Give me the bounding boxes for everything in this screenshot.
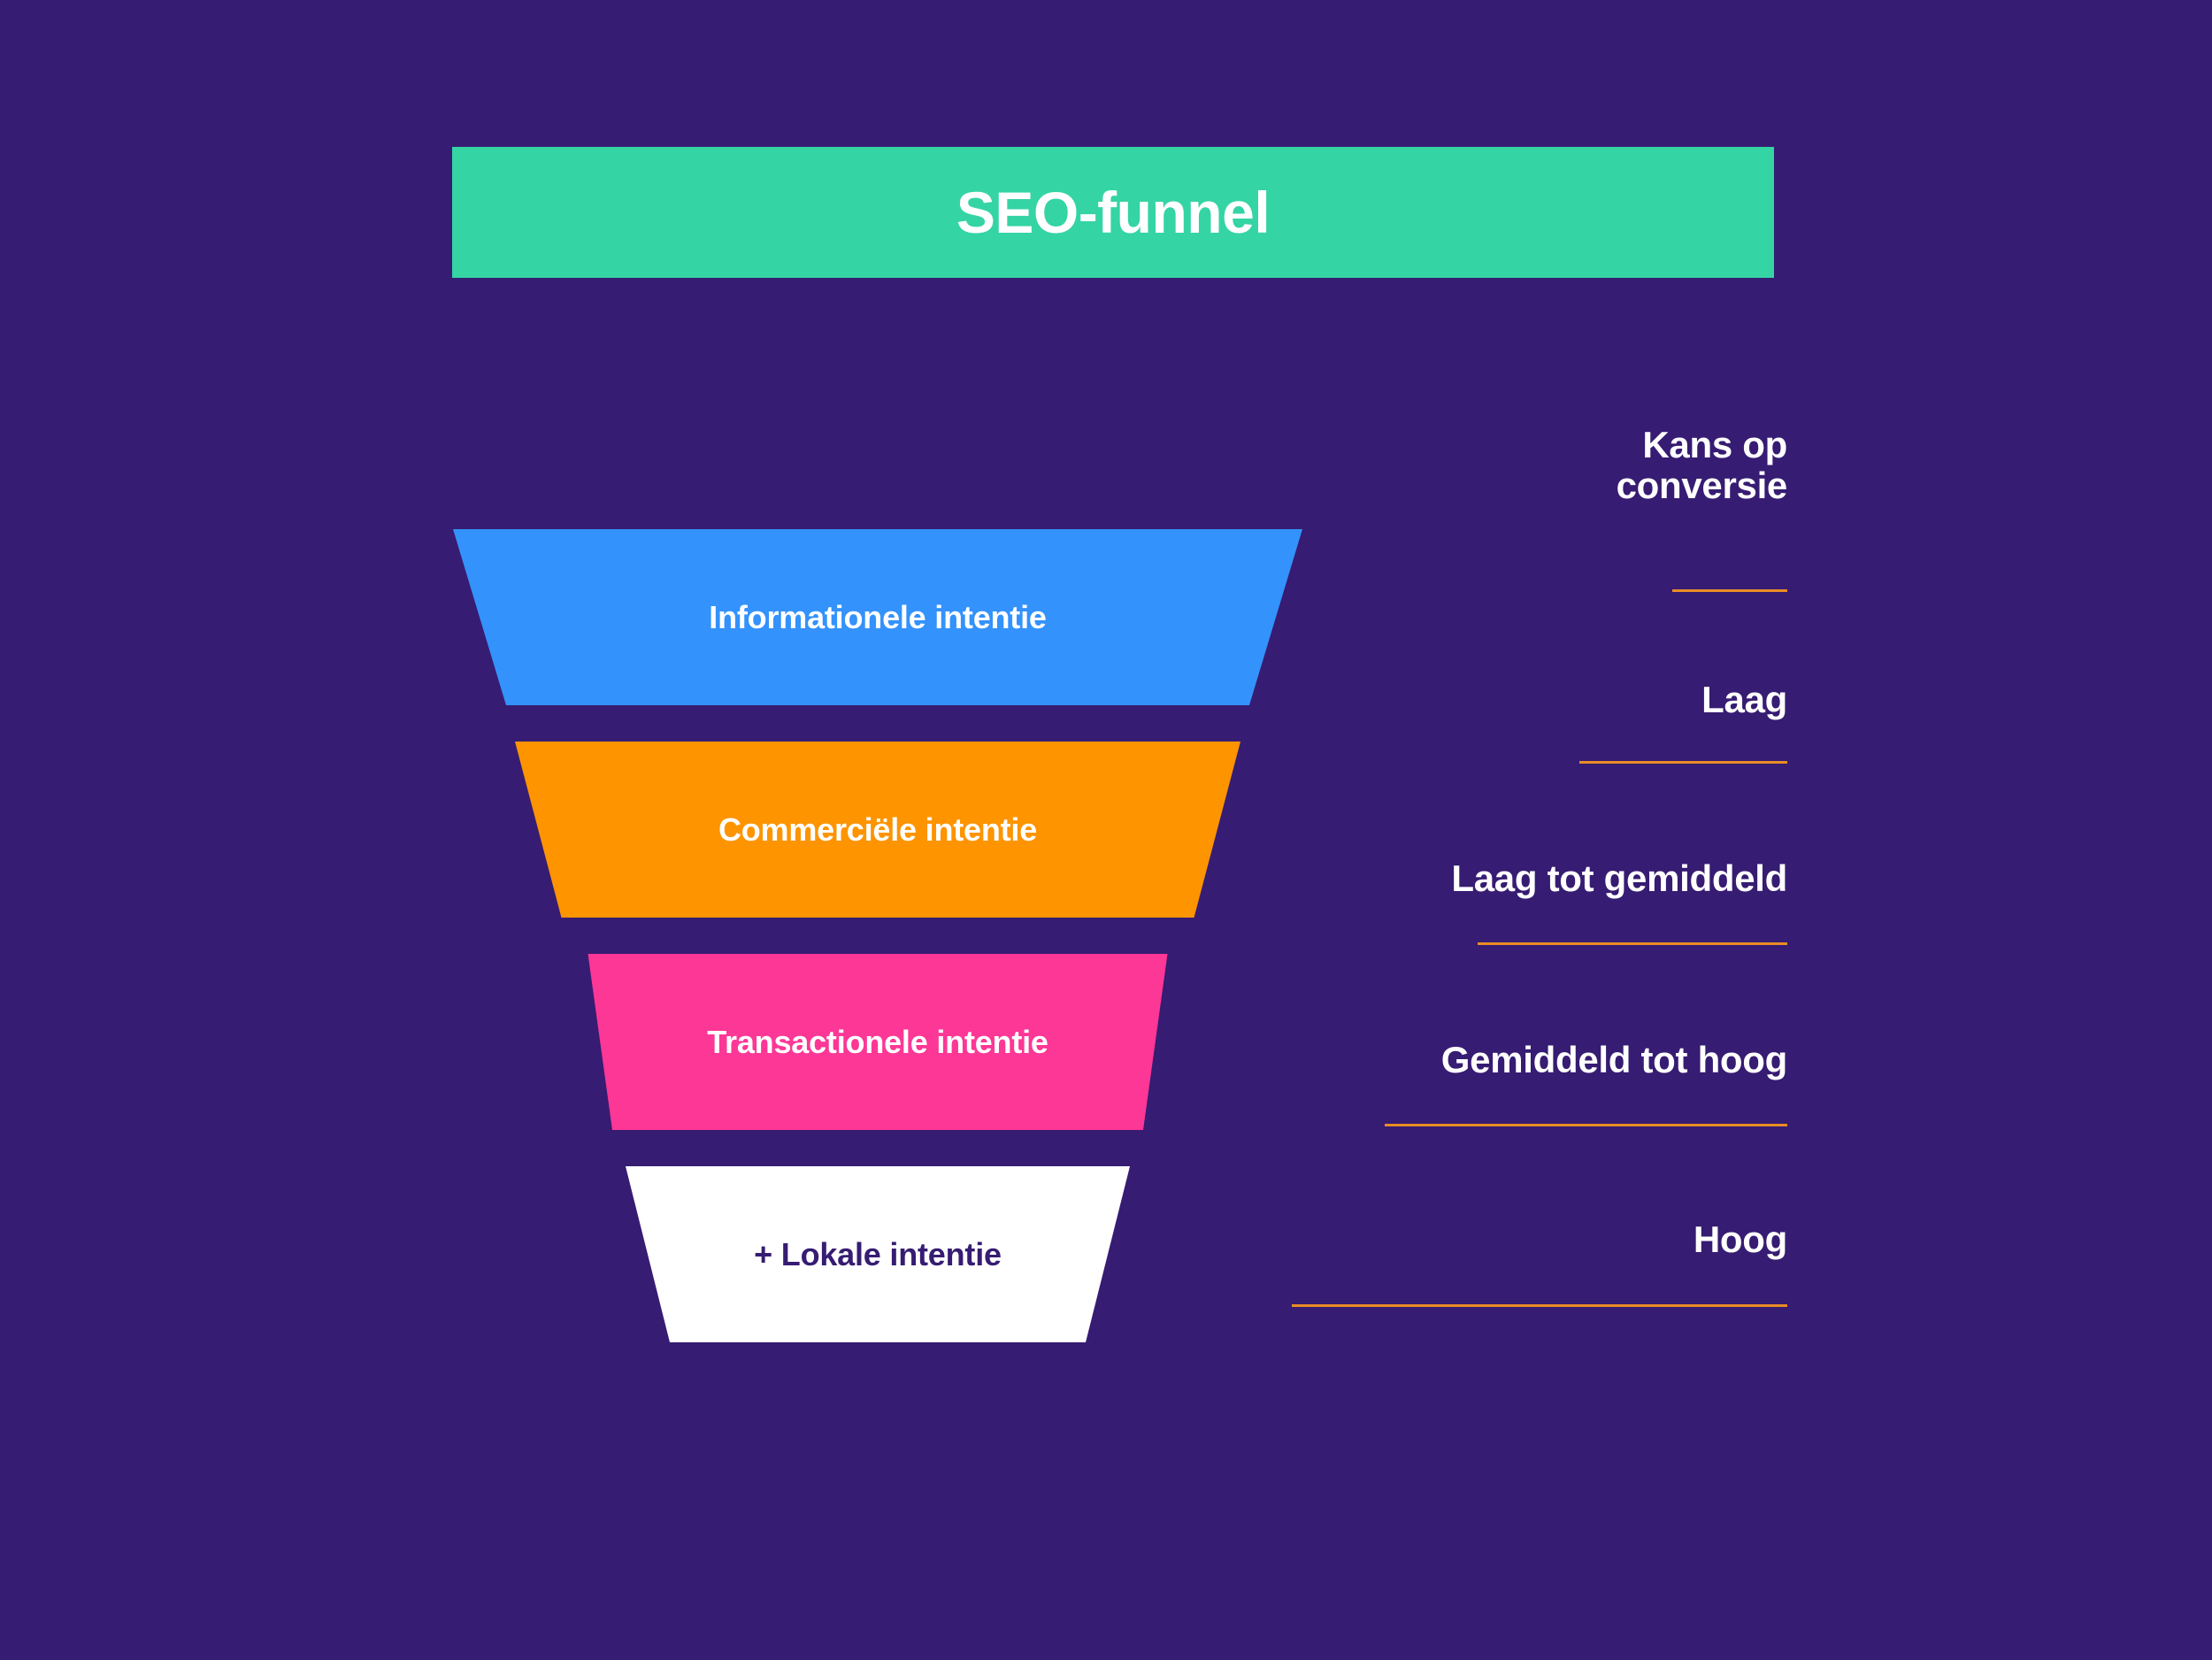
funnel-segment-label: Transactionele intentie [707, 1023, 1048, 1060]
conversion-divider-rule [1579, 761, 1787, 764]
conversion-column-heading: Kans op conversie [1221, 424, 1788, 507]
page-title: SEO-funnel [956, 180, 1271, 245]
funnel-segment-label: Commerciële intentie [718, 811, 1038, 848]
title-banner: SEO-funnel [452, 147, 1774, 278]
conversion-divider-rule [1672, 589, 1787, 592]
conversion-divider-rule [1292, 1304, 1787, 1307]
conversion-level-label: Hoog [1693, 1218, 1787, 1260]
funnel-segment-label: + Lokale intentie [754, 1235, 1002, 1272]
conversion-level-label: Laag tot gemiddeld [1451, 857, 1787, 899]
conversion-divider-rule [1478, 942, 1787, 945]
funnel-segment-label: Informationele intentie [709, 598, 1047, 635]
conversion-column-heading-text: Kans op conversie [1616, 424, 1788, 507]
conversion-level-item: Gemiddeld tot hoog [1221, 1039, 1788, 1080]
conversion-level-item: Laag tot gemiddeld [1221, 857, 1787, 899]
conversion-level-label: Gemiddeld tot hoog [1440, 1039, 1788, 1080]
conversion-level-label: Laag [1701, 679, 1787, 720]
conversion-level-item: Laag [1221, 679, 1787, 720]
conversion-divider-rule [1385, 1124, 1787, 1126]
conversion-level-item: Hoog [1221, 1218, 1787, 1260]
